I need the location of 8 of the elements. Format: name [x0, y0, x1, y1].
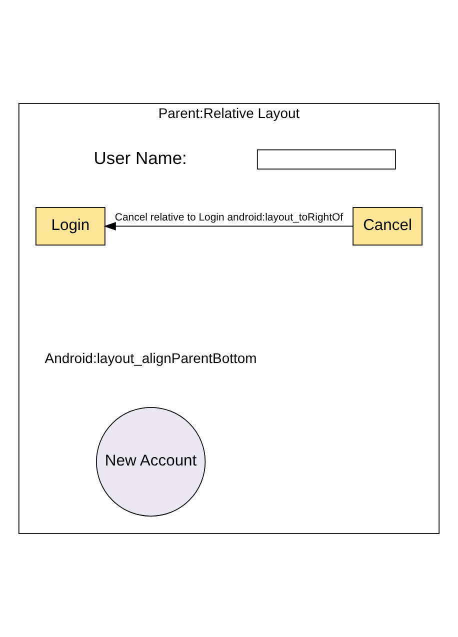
label: User Name:	[94, 148, 187, 168]
node-box: Login	[36, 207, 106, 246]
node-circle: New Account	[96, 406, 206, 517]
edge-label: Cancel relative to Login android:layout_toRightOf	[114, 212, 344, 224]
node-box: Cancel	[352, 207, 422, 246]
label: Android:layout_alignParentBottom	[44, 350, 257, 366]
arrow	[104, 222, 354, 231]
node-box	[256, 149, 396, 170]
